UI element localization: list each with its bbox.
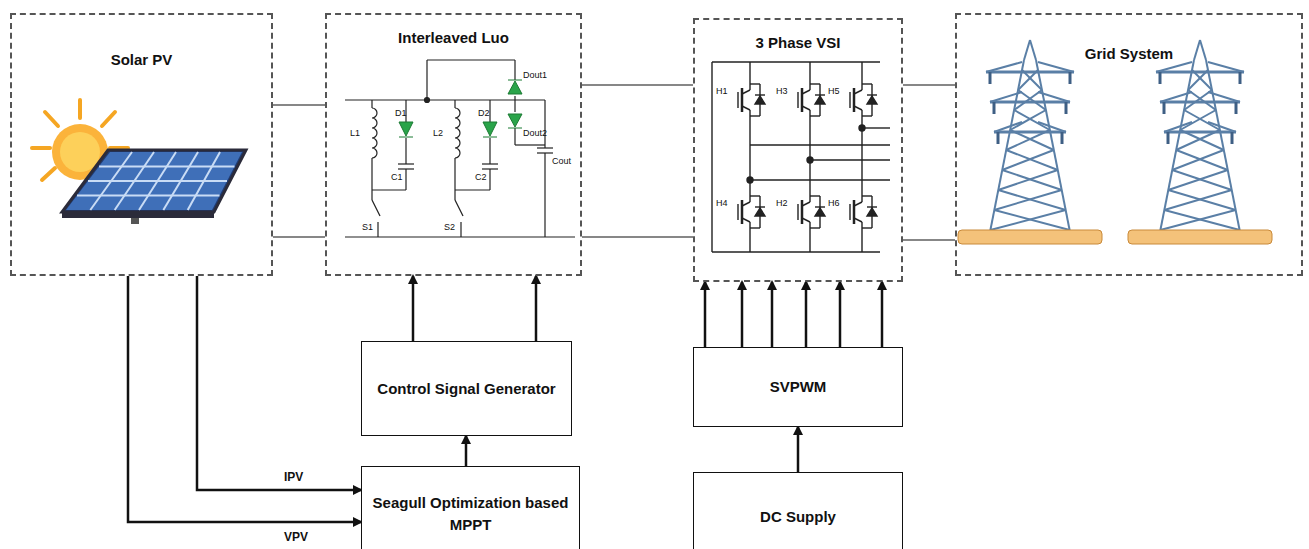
region-title: Grid System <box>957 45 1301 62</box>
inverter-region: 3 Phase VSI <box>693 18 903 282</box>
signal-label: IPV <box>282 470 305 484</box>
switch-label: H2 <box>776 198 788 208</box>
panel-region: Solar PV <box>10 13 273 276</box>
signal-arrow <box>465 436 468 466</box>
power-line <box>903 84 955 85</box>
signal-arrow <box>839 282 842 347</box>
component-label: S2 <box>444 222 455 232</box>
transmission-towers <box>958 40 1272 244</box>
box-label: Control Signal Generator <box>369 374 563 404</box>
signal-arrow <box>771 282 774 347</box>
power-line <box>582 84 693 85</box>
power-line <box>273 236 325 237</box>
component-label: D2 <box>478 108 490 118</box>
signal-arrow <box>797 427 800 472</box>
box-label: DC Supply <box>752 502 844 532</box>
signal-arrow <box>704 282 707 347</box>
signal-arrow <box>412 276 415 341</box>
converter-region: Interleaved Luo <box>325 13 582 276</box>
solar-panel-icon <box>62 150 246 224</box>
switch-label: H3 <box>776 86 788 96</box>
component-label: L1 <box>350 128 360 138</box>
process-box: Control Signal Generator <box>361 341 572 436</box>
component-label: C1 <box>391 172 403 182</box>
signal-arrow <box>741 282 744 347</box>
switch-label: H4 <box>716 198 728 208</box>
component-label: Dout2 <box>523 128 547 138</box>
power-line <box>582 236 693 237</box>
switch-label: H6 <box>828 198 840 208</box>
process-box: SVPWM <box>693 347 903 427</box>
process-box: DC Supply <box>693 472 903 549</box>
signal-arrow <box>128 276 361 522</box>
diode-symbols <box>399 80 522 137</box>
igbt-bridge <box>712 62 890 252</box>
component-label: Cout <box>552 156 571 166</box>
component-label: Dout1 <box>523 70 547 80</box>
luo-converter-circuit <box>345 60 575 237</box>
region-title: 3 Phase VSI <box>695 34 901 51</box>
signal-arrow <box>805 282 808 347</box>
power-line <box>273 104 325 105</box>
switch-label: H5 <box>828 86 840 96</box>
signal-arrow <box>881 282 884 347</box>
signal-label: VPV <box>282 530 310 544</box>
signal-arrow <box>197 276 361 490</box>
component-label: L2 <box>433 128 443 138</box>
region-title: Solar PV <box>12 51 271 68</box>
grid-region: Grid System <box>955 13 1303 276</box>
signal-arrow <box>535 276 538 341</box>
component-label: D1 <box>395 108 407 118</box>
process-box: Seagull Optimization based MPPT <box>361 466 580 549</box>
power-line <box>903 239 955 240</box>
region-title: Interleaved Luo <box>327 29 580 46</box>
box-label: Seagull Optimization based MPPT <box>362 488 579 540</box>
switch-label: H1 <box>716 86 728 96</box>
box-label: SVPWM <box>762 372 835 402</box>
component-label: C2 <box>475 172 487 182</box>
component-label: S1 <box>362 222 373 232</box>
